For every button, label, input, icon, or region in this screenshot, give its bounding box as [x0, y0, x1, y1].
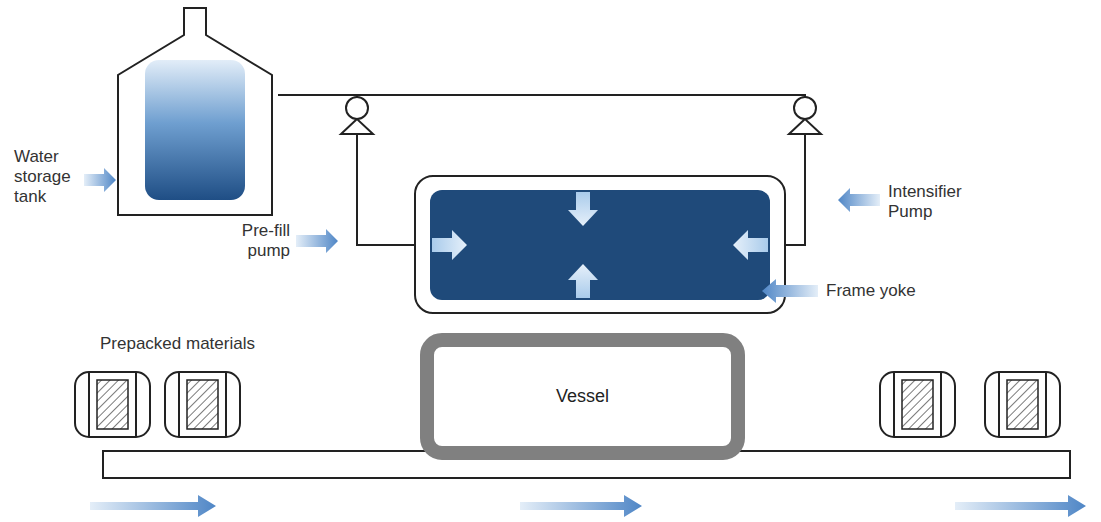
package: [165, 372, 240, 437]
flow-arrows: [90, 495, 1086, 517]
part-label: Prepacked materials: [100, 334, 255, 354]
callout-arrows: [84, 168, 880, 303]
intensifier-pump: [789, 97, 821, 134]
part-label: Frame yoke: [826, 281, 916, 301]
pre-fill-pump: [341, 97, 373, 134]
tank-label: Water storage tank: [14, 147, 84, 207]
frame-yoke: [415, 176, 785, 313]
node-text: Vessel: [556, 386, 609, 407]
vessel-box: Vessel: [420, 333, 745, 460]
package: [985, 372, 1060, 437]
pump-label: Pre-fill pump: [208, 221, 290, 261]
water-tank: [118, 8, 272, 215]
pump-label: Intensifier Pump: [888, 182, 988, 222]
package: [75, 372, 150, 437]
package: [880, 372, 955, 437]
